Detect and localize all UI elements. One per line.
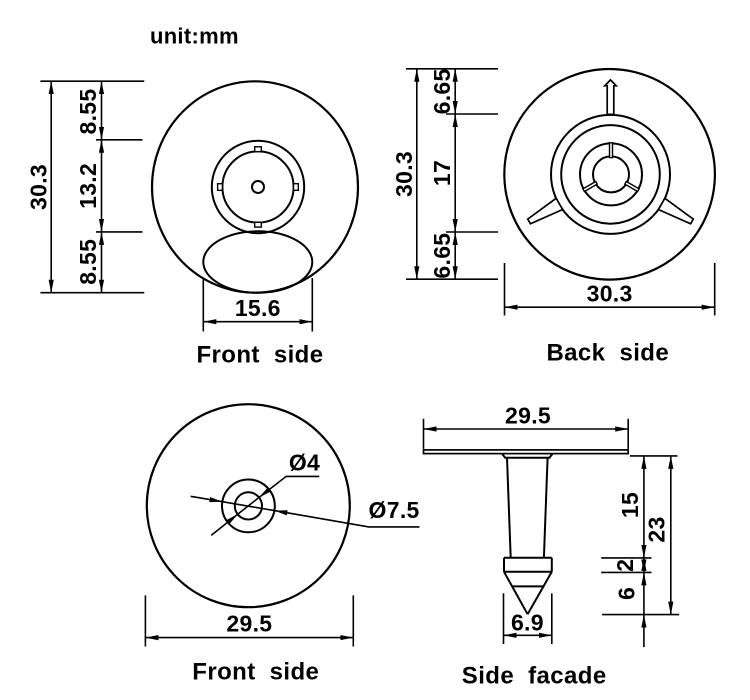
dim-label-collar-height: 2: [612, 559, 638, 572]
dim-label-upper-gap: 8.55: [75, 89, 101, 135]
dim-label-lower-gap: 8.55: [75, 239, 101, 285]
side-facade-dimensions: 29.5 15 2 6 23 6.9: [422, 403, 680, 647]
back-caption: Back side: [546, 340, 669, 367]
ring-outer-circle: [210, 139, 306, 235]
leader-line-hole-tail: [210, 513, 239, 537]
dim-label-total-height: 30.3: [26, 164, 52, 210]
leader-line-boss-chord: [222, 500, 275, 512]
dim-label-upper-gap: 6.65: [429, 68, 455, 114]
disc-outline: [150, 80, 360, 294]
dim-label-disc-diameter: 29.5: [226, 611, 272, 637]
wing-lower-right: [657, 197, 695, 225]
side-facade-caption: Side facade: [462, 663, 607, 690]
tab-right: [292, 182, 300, 191]
dim-label-ellipse-width: 15.6: [235, 295, 281, 321]
stem-left: [506, 457, 512, 558]
tab-left: [216, 182, 224, 191]
dim-label-total-height: 23: [644, 516, 670, 542]
hub-inner-circle: [560, 124, 661, 225]
leader-line-boss: [274, 509, 420, 528]
tab-top: [253, 146, 262, 153]
wing-lower-left: [526, 197, 564, 225]
back-dimensions: 30.3 6.65 17 6.65 30.3: [391, 68, 716, 316]
point-left: [503, 571, 529, 615]
flange: [422, 449, 630, 455]
hole-circle: [233, 491, 263, 521]
dim-label-point-width: 6.9: [511, 610, 544, 636]
dim-label-boss-diameter: Ø7.5: [369, 497, 420, 523]
shoulder-left: [501, 453, 506, 459]
back-view: 30.3 6.65 17 6.65 30.3 Back side: [391, 67, 716, 367]
unit-label: unit:mm: [150, 24, 239, 49]
front-bottom-view: Ø4 Ø7.5 29.5 Front side: [144, 403, 420, 686]
hub-outer-circle: [550, 113, 671, 235]
front-top-dimensions: 30.3 8.55 13.2 8.55 15.6: [26, 80, 314, 332]
tab-bottom: [253, 221, 262, 228]
side-facade-view: 29.5 15 2 6 23 6.9 Side facade: [422, 403, 680, 690]
dim-label-total-width: 30.3: [587, 281, 633, 307]
disc-outline: [145, 403, 351, 609]
shoulder-right: [548, 453, 554, 459]
dim-label-ring-diameter: 17: [429, 160, 455, 186]
notch-lower-right: [623, 180, 641, 193]
front-top-outline: [150, 80, 360, 294]
front-top-view: unit:mm 30.3 8.55 13.2 8.55: [26, 24, 360, 369]
front-bottom-outline: [145, 403, 351, 609]
front-bottom-caption: Front side: [192, 659, 319, 686]
lower-boss-ellipse: [202, 230, 314, 294]
pin-circle: [592, 155, 630, 194]
notch-top: [608, 142, 614, 159]
dim-label-stem-height: 15: [617, 492, 643, 518]
ring-inner-circle: [221, 150, 295, 224]
back-outline: [503, 67, 716, 281]
point-right: [526, 571, 553, 615]
dim-label-hole-diameter: Ø4: [289, 450, 320, 476]
front-bottom-dimensions: Ø4 Ø7.5 29.5: [144, 450, 420, 647]
dim-label-lower-gap: 6.65: [429, 233, 455, 279]
side-facade-outline: [422, 449, 630, 615]
dim-label-total-height: 30.3: [391, 151, 417, 197]
disc-outline: [503, 67, 716, 281]
leader-line-hole: [258, 475, 320, 499]
stem-right: [542, 457, 549, 558]
center-hole: [251, 180, 265, 194]
dim-label-flange-width: 29.5: [505, 403, 551, 429]
leader-line-boss-tail: [190, 495, 223, 503]
dim-label-point-height: 6: [614, 587, 640, 600]
boss-circle: [221, 478, 276, 534]
orientation-arrow-icon: [602, 78, 619, 116]
front-top-caption: Front side: [196, 342, 323, 369]
dim-label-ring-diameter: 13.2: [75, 163, 101, 209]
notch-lower-left: [581, 180, 599, 193]
